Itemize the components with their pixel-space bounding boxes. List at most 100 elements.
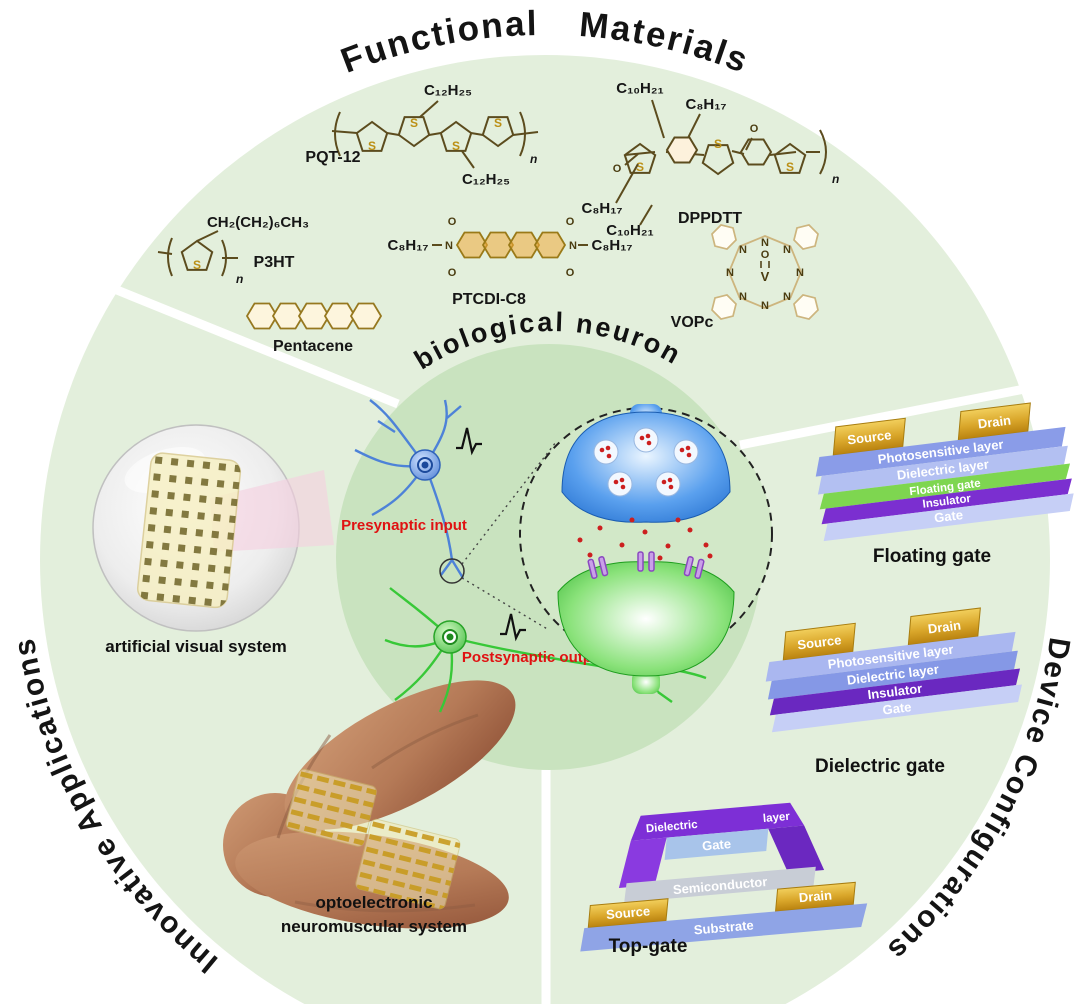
synaptic-vesicles xyxy=(593,427,699,497)
insulator-layer xyxy=(769,668,1021,716)
insulator-layer xyxy=(821,478,1072,525)
drain-electrode xyxy=(774,881,856,912)
ptcdi-chain-left: C₈H₁₇ xyxy=(388,237,429,254)
artificial-visual-system-graphic: artificial visual system xyxy=(92,424,334,656)
drain-label: Drain xyxy=(927,617,962,636)
oxygen-atom-label: O xyxy=(448,216,457,228)
pentacene-structure: Pentacene xyxy=(246,302,382,355)
nitrogen-atom-label: N xyxy=(761,237,769,249)
sulfur-atom-label: S xyxy=(452,139,460,153)
nitrogen-atom-label: N xyxy=(569,240,577,252)
neurotransmitter-dots xyxy=(577,433,713,561)
synapse-zoom xyxy=(439,404,773,694)
gate-dielectric-right-leg xyxy=(768,825,825,874)
dppdtt-structure: S S S O O n C₁₀H₂₁ C₈H₁₇ C₈H₁₇ C₁₀H₂₁ DP… xyxy=(582,80,840,239)
source-label: Source xyxy=(847,427,893,447)
presynaptic-neuron-icon xyxy=(354,399,482,579)
polymer-n-label: n xyxy=(832,172,839,186)
electrode-array-patch xyxy=(355,818,461,910)
electrode-array-patch xyxy=(285,768,377,847)
pqt12-structure: S S S S n C₁₂H₂₅ C₁₂H₂₅ PQT-12 xyxy=(305,82,539,188)
ptcdi-chain-right: C₈H₁₇ xyxy=(592,237,633,254)
p3ht-structure: S n CH₂(CH₂)₆CH₃ P3HT xyxy=(157,214,309,286)
nitrogen-atom-label: N xyxy=(796,267,804,279)
p3ht-name: P3HT xyxy=(254,254,295,271)
dielectric-gate-caption: Dielectric gate xyxy=(815,756,945,777)
dppdtt-chain4: C₁₀H₂₁ xyxy=(606,222,654,239)
oxygen-atom-label: O xyxy=(613,163,622,175)
p3ht-chain: CH₂(CH₂)₆CH₃ xyxy=(207,214,309,231)
gate-layer xyxy=(823,493,1074,542)
substrate-label: Substrate xyxy=(693,917,754,937)
nitrogen-atom-label: N xyxy=(783,244,791,256)
nitrogen-atom-label: N xyxy=(761,300,769,312)
visual-system-label: artificial visual system xyxy=(105,637,286,656)
gate-dielectric-bridge xyxy=(630,802,805,841)
floating-gate-caption: Floating gate xyxy=(873,546,991,567)
sulfur-atom-label: S xyxy=(494,116,502,130)
semiconductor-layer xyxy=(624,866,816,903)
sulfur-atom-label: S xyxy=(636,160,644,174)
vopc-structure: N N N N N N N N V O VOPc xyxy=(671,219,824,331)
oxygen-atom-label: O xyxy=(566,216,575,228)
dppdtt-name: DPPDTT xyxy=(678,210,742,227)
dppdtt-chain1: C₁₀H₂₁ xyxy=(616,80,664,97)
zoom-connector-lines xyxy=(461,441,557,631)
floating-gate-layer xyxy=(819,463,1071,510)
nitrogen-atom-label: N xyxy=(739,244,747,256)
oxygen-atom-label: O xyxy=(566,267,575,279)
vopc-name: VOPc xyxy=(671,314,714,331)
ptcdi-c8-structure: N N O O O O C₈H₁₇ C₈H₁₇ PTCDI-C8 xyxy=(388,216,633,308)
dielectric-word-label: Dielectric xyxy=(645,819,698,836)
polymer-n-label: n xyxy=(236,272,243,286)
nitrogen-atom-label: N xyxy=(726,267,734,279)
sulfur-atom-label: S xyxy=(786,160,794,174)
neuromuscular-label-line2: neuromuscular system xyxy=(281,917,467,936)
postsynaptic-output-label: Postsynaptic output xyxy=(462,649,606,666)
neuromuscular-system-graphic: optoelectronic neuromuscular system xyxy=(223,680,516,936)
oxygen-atom-label: O xyxy=(448,267,457,279)
nitrogen-atom-label: N xyxy=(445,240,453,252)
dielectric-layer xyxy=(767,650,1018,700)
divider-right xyxy=(739,377,1061,450)
oxygen-atom-label: O xyxy=(750,123,759,135)
dielectric-layer xyxy=(817,445,1068,495)
sulfur-atom-label: S xyxy=(368,139,376,153)
layer-label: Gate xyxy=(882,699,913,717)
pqt12-chain-bottom: C₁₂H₂₅ xyxy=(462,171,510,188)
gate-layer xyxy=(771,684,1022,733)
sulfur-atom-label: S xyxy=(193,258,201,272)
substrate-layer xyxy=(580,903,868,952)
layer-label: Gate xyxy=(933,507,964,525)
nitrogen-atom-label: N xyxy=(783,291,791,303)
spike-waveform-icon xyxy=(456,427,482,456)
top-gate-caption: Top-gate xyxy=(609,936,688,957)
top-gate-stack: Dielectric Gate layer Semiconductor Sour… xyxy=(580,802,868,952)
pqt12-name: PQT-12 xyxy=(305,149,360,166)
pentacene-name: Pentacene xyxy=(273,338,353,355)
photosensitive-layer xyxy=(765,631,1016,682)
postsynaptic-terminal xyxy=(557,561,735,677)
sulfur-atom-label: S xyxy=(714,137,722,151)
dppdtt-chain3: C₈H₁₇ xyxy=(582,200,623,217)
gate-dielectric-left-leg xyxy=(618,837,667,888)
sulfur-atom-label: S xyxy=(410,116,418,130)
receptor-channels xyxy=(587,551,705,579)
nitrogen-atom-label: N xyxy=(739,291,747,303)
dppdtt-chain2: C₈H₁₇ xyxy=(686,96,727,113)
presynaptic-terminal xyxy=(561,411,731,523)
layer-word-label: layer xyxy=(763,811,791,825)
spike-waveform-icon xyxy=(500,613,526,642)
light-beam-icon xyxy=(210,470,334,552)
drain-label: Drain xyxy=(798,887,832,905)
layer-label: Insulator xyxy=(922,493,972,511)
pqt12-chain-top: C₁₂H₂₅ xyxy=(424,82,472,99)
layer-label: Insulator xyxy=(867,681,923,703)
vanadium-atom-label: V xyxy=(761,269,770,284)
presynaptic-input-label: Presynaptic input xyxy=(341,517,467,534)
oxygen-atom-label: O xyxy=(761,249,770,261)
photodetector-array-patch xyxy=(136,452,242,609)
photosensitive-layer xyxy=(815,426,1066,477)
polymer-n-label: n xyxy=(530,152,537,166)
